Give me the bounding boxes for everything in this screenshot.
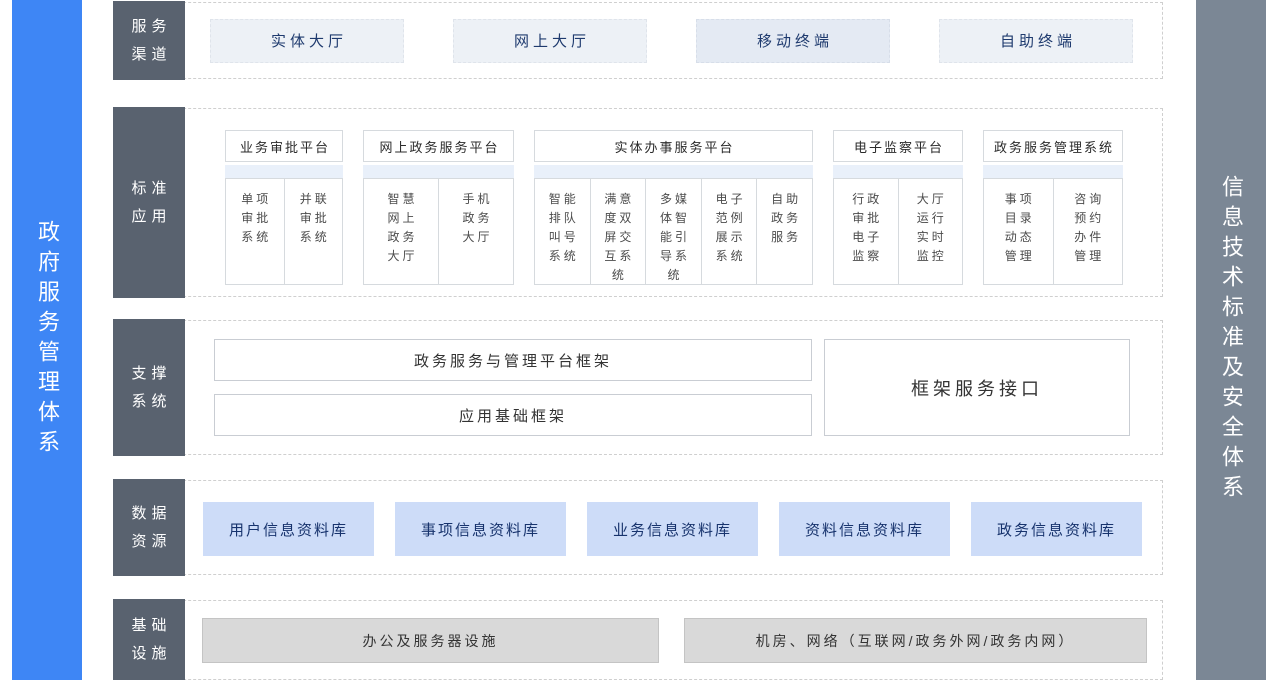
platform-sub-item: 并联 审批 系统 <box>284 178 343 285</box>
platform-online-service: 网上政务服务平台 智慧 网上 政务 大厅 手机 政务 大厅 <box>363 130 514 285</box>
row-service-channels: 服务 渠道 实体大厅 网上大厅 移动终端 自助终端 <box>113 1 1163 80</box>
platform-approval: 业务审批平台 单项 审批 系统 并联 审批 系统 <box>225 130 343 285</box>
platform-physical-service: 实体办事服务平台 智能 排队 叫号 系统 满意 度双 屏交 互系 统 多媒 体智… <box>534 130 813 285</box>
platform-sub-item: 单项 审批 系统 <box>225 178 285 285</box>
platform-e-supervision-subs: 行政 审批 电子 监察 大厅 运行 实时 监控 <box>833 178 963 285</box>
platform-sub-item: 满意 度双 屏交 互系 统 <box>590 178 647 285</box>
channel-selfservice-terminal: 自助终端 <box>939 18 1133 63</box>
platform-e-supervision: 电子监察平台 行政 审批 电子 监察 大厅 运行 实时 监控 <box>833 130 963 285</box>
platform-physical-service-title: 实体办事服务平台 <box>534 130 813 162</box>
platform-sub-item: 智慧 网上 政务 大厅 <box>363 178 439 285</box>
platform-sub-item: 智能 排队 叫号 系统 <box>534 178 591 285</box>
row-standard-apps: 标准 应用 业务审批平台 单项 审批 系统 并联 审批 系统 网上政务服务平台 … <box>113 107 1163 298</box>
platform-sub-item: 自助 政务 服务 <box>757 178 813 285</box>
row-label-service-channels: 服务 渠道 <box>113 1 185 80</box>
database-government-info: 政务信息资料库 <box>971 502 1142 556</box>
data-resources-content: 用户信息资料库 事项信息资料库 业务信息资料库 资料信息资料库 政务信息资料库 <box>114 481 1162 574</box>
platform-strip <box>833 165 963 178</box>
row-label-support-systems: 支撑 系统 <box>113 319 185 456</box>
database-matter-info: 事项信息资料库 <box>395 502 566 556</box>
facility-network-rooms: 机房、网络（互联网/政务外网/政务内网） <box>684 618 1147 663</box>
facility-office-servers: 办公及服务器设施 <box>202 618 659 663</box>
database-user-info: 用户信息资料库 <box>203 502 374 556</box>
right-system-bar: 信息技术标准及安全体系 <box>1196 0 1266 680</box>
platform-approval-subs: 单项 审批 系统 并联 审批 系统 <box>225 178 343 285</box>
platform-strip <box>225 165 343 178</box>
platform-strip <box>534 165 813 178</box>
right-system-bar-title: 信息技术标准及安全体系 <box>1219 175 1244 505</box>
platform-sub-item: 大厅 运行 实时 监控 <box>898 178 963 285</box>
platform-service-management: 政务服务管理系统 事项 目录 动态 管理 咨询 预约 办件 管理 <box>983 130 1123 285</box>
channel-physical-hall: 实体大厅 <box>210 18 404 63</box>
platform-online-service-subs: 智慧 网上 政务 大厅 手机 政务 大厅 <box>363 178 514 285</box>
row-label-infrastructure: 基础 设施 <box>113 599 185 680</box>
platform-strip <box>983 165 1123 178</box>
platform-sub-item: 多媒 体智 能引 导系 统 <box>646 178 702 285</box>
row-infrastructure: 基础 设施 办公及服务器设施 机房、网络（互联网/政务外网/政务内网） <box>113 599 1163 680</box>
platform-e-supervision-title: 电子监察平台 <box>833 130 963 162</box>
infrastructure-content: 办公及服务器设施 机房、网络（互联网/政务外网/政务内网） <box>114 601 1162 679</box>
service-channels-content: 实体大厅 网上大厅 移动终端 自助终端 <box>114 3 1162 78</box>
row-data-resources: 数据 资源 用户信息资料库 事项信息资料库 业务信息资料库 资料信息资料库 政务… <box>113 479 1163 576</box>
row-support-systems: 支撑 系统 政务服务与管理平台框架 应用基础框架 框架服务接口 <box>113 319 1163 456</box>
platform-strip <box>363 165 514 178</box>
platform-physical-service-subs: 智能 排队 叫号 系统 满意 度双 屏交 互系 统 多媒 体智 能引 导系 统 … <box>534 178 813 285</box>
platform-service-management-title: 政务服务管理系统 <box>983 130 1123 162</box>
left-system-bar-title: 政府服务管理体系 <box>35 220 60 460</box>
platform-sub-item: 事项 目录 动态 管理 <box>983 178 1054 285</box>
platform-sub-item: 电子 范例 展示 系统 <box>701 178 758 285</box>
platform-sub-item: 咨询 预约 办件 管理 <box>1053 178 1123 285</box>
database-business-info: 业务信息资料库 <box>587 502 758 556</box>
platform-service-management-subs: 事项 目录 动态 管理 咨询 预约 办件 管理 <box>983 178 1123 285</box>
framework-service-management-platform: 政务服务与管理平台框架 <box>214 339 812 381</box>
row-label-standard-apps: 标准 应用 <box>113 107 185 298</box>
left-system-bar: 政府服务管理体系 <box>12 0 82 680</box>
channel-mobile-terminal: 移动终端 <box>696 18 890 63</box>
platform-sub-item: 手机 政务 大厅 <box>439 178 514 285</box>
standard-apps-content: 业务审批平台 单项 审批 系统 并联 审批 系统 网上政务服务平台 智慧 网上 … <box>114 109 1162 296</box>
row-label-data-resources: 数据 资源 <box>113 479 185 576</box>
framework-application-base: 应用基础框架 <box>214 394 812 436</box>
database-material-info: 资料信息资料库 <box>779 502 950 556</box>
platform-approval-title: 业务审批平台 <box>225 130 343 162</box>
support-systems-content: 政务服务与管理平台框架 应用基础框架 框架服务接口 <box>114 321 1162 454</box>
framework-service-interface: 框架服务接口 <box>824 339 1130 436</box>
platform-sub-item: 行政 审批 电子 监察 <box>833 178 899 285</box>
platform-online-service-title: 网上政务服务平台 <box>363 130 514 162</box>
channel-online-hall: 网上大厅 <box>453 18 647 63</box>
